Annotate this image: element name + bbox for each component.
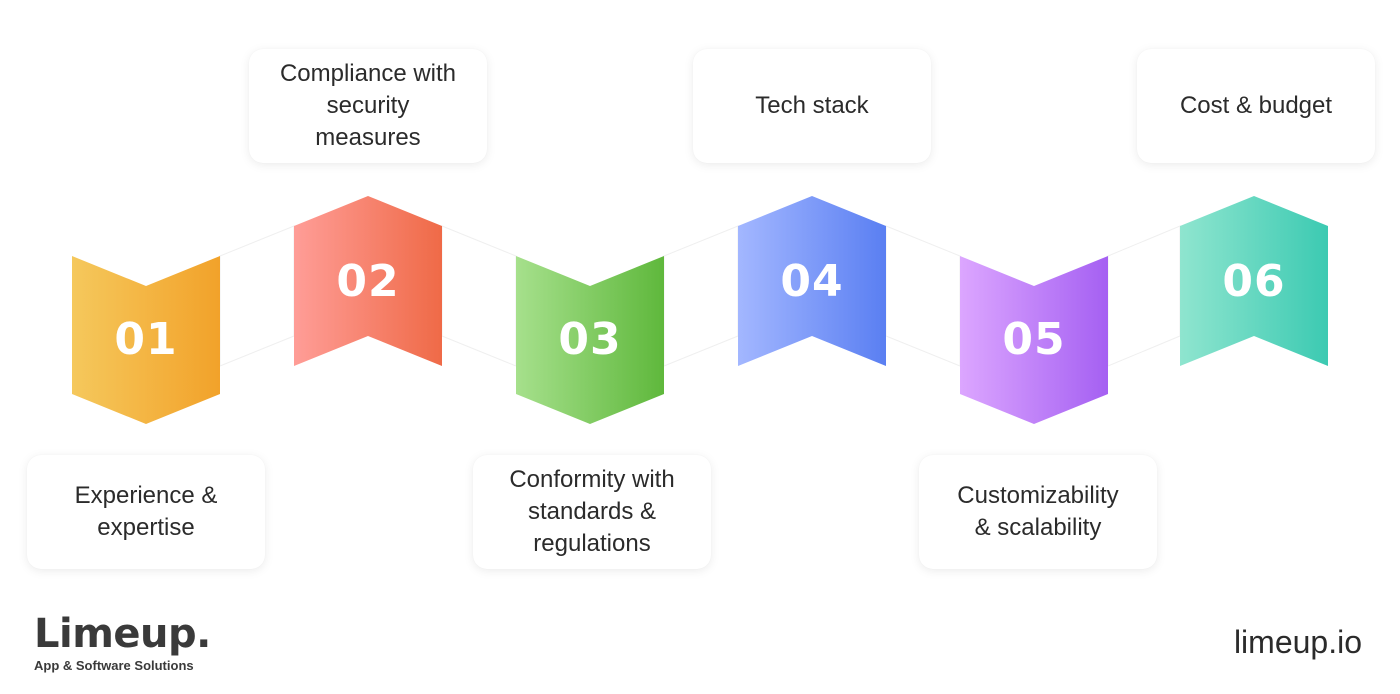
step-shape-04 bbox=[738, 196, 886, 366]
website-url: limeup.io bbox=[1233, 624, 1362, 660]
step-shape-03 bbox=[516, 256, 664, 424]
step-shape-06 bbox=[1180, 196, 1328, 366]
step-card-01: Experience & expertise bbox=[27, 455, 265, 569]
step-number-06: 06 bbox=[1222, 256, 1286, 307]
step-label-06: Cost & budget bbox=[1179, 92, 1333, 119]
step-card-03: Conformity with standards & regulations bbox=[473, 455, 711, 569]
step-card-06: Cost & budget bbox=[1137, 49, 1375, 163]
step-shape-02 bbox=[294, 196, 442, 366]
step-label-04: Tech stack bbox=[755, 92, 869, 119]
step-shape-01 bbox=[72, 256, 220, 424]
step-number-04: 04 bbox=[780, 256, 844, 307]
step-number-01: 01 bbox=[114, 314, 178, 365]
step-label-03: Conformity with standards & regulations bbox=[509, 466, 675, 557]
step-number-05: 05 bbox=[1002, 314, 1066, 365]
step-shape-05 bbox=[960, 256, 1108, 424]
step-card-05: Customizability & scalability bbox=[919, 455, 1157, 569]
step-card-04: Tech stack bbox=[693, 49, 931, 163]
step-number-02: 02 bbox=[336, 256, 400, 307]
brand-tagline: App & Software Solutions bbox=[34, 658, 194, 673]
step-number-03: 03 bbox=[558, 314, 622, 365]
step-label-05: Customizability & scalability bbox=[957, 482, 1119, 541]
brand-logo: Limeup. App & Software Solutions bbox=[34, 610, 211, 673]
step-label-02: Compliance with security measures bbox=[279, 60, 457, 151]
connector-ribbon bbox=[219, 225, 1181, 367]
brand-name: Limeup. bbox=[34, 611, 211, 657]
step-card-02: Compliance with security measures bbox=[249, 49, 487, 163]
step-label-01: Experience & expertise bbox=[74, 482, 218, 541]
